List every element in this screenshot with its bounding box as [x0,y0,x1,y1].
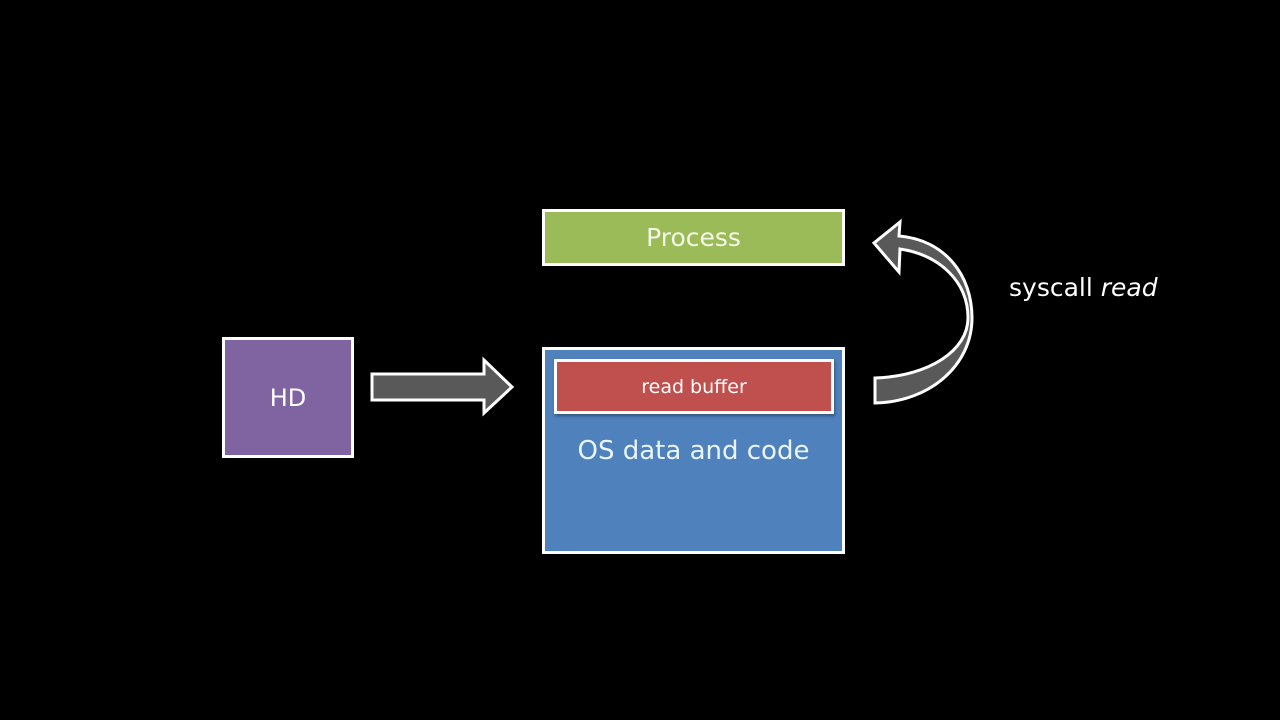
read-buffer-box: read buffer [554,359,834,414]
process-box: Process [542,209,845,266]
arrow-os-to-process [871,218,974,405]
process-label: Process [646,223,741,252]
os-label: OS data and code [577,436,810,466]
os-memory-box: read buffer OS data and code [542,347,845,554]
read-buffer-label: read buffer [641,375,747,398]
syscall-name: read [1100,273,1158,302]
hd-box: HD [222,337,354,458]
syscall-prefix: syscall [1009,273,1093,302]
hd-label: HD [269,383,307,412]
arrow-hd-to-os [370,356,515,417]
syscall-annotation: syscall read [1009,273,1158,302]
